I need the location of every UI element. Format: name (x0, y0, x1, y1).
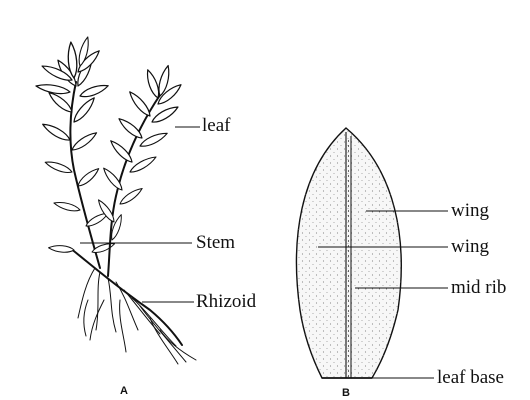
label-rhizoid: Rhizoid (196, 292, 256, 311)
moss-plant-illustration (35, 36, 196, 364)
label-leaf-base: leaf base (437, 368, 504, 387)
leaf-illustration (296, 128, 401, 378)
caption-b: B (342, 388, 350, 399)
main-stem-leaves (35, 36, 115, 255)
rhizoids (78, 268, 196, 364)
label-wing-upper: wing (451, 201, 489, 220)
label-wing-lower: wing (451, 237, 489, 256)
label-stem: Stem (196, 233, 235, 252)
caption-a: A (120, 386, 128, 397)
stem-base (70, 248, 182, 345)
branch-leaves (96, 65, 183, 241)
label-leaf: leaf (202, 116, 230, 135)
label-mid-rib: mid rib (451, 278, 506, 297)
figure-a-leader-lines (80, 127, 200, 302)
